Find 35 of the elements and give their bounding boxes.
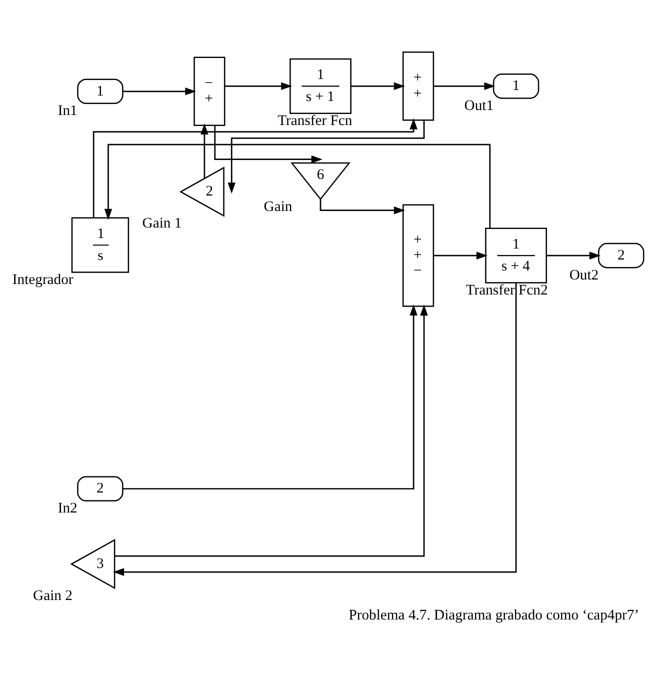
arrow — [434, 251, 488, 259]
node-label: Out1 — [464, 97, 494, 114]
node-label: Gain — [264, 198, 292, 214]
arrow — [114, 304, 428, 556]
arrow — [122, 87, 196, 95]
arrow — [122, 304, 418, 489]
arrow — [228, 120, 425, 194]
arrow — [104, 143, 491, 228]
node-label: Out2 — [569, 266, 599, 283]
node-box: 1 s — [71, 216, 130, 272]
node-label: Transfer Fcn — [278, 112, 352, 129]
node-box: 1 s + 1 — [290, 58, 352, 114]
node-label: Integrador — [12, 272, 74, 288]
node-box: 1 — [77, 78, 124, 104]
arrow — [546, 251, 601, 259]
arrow — [112, 282, 517, 576]
node-box: + + − — [402, 204, 434, 306]
arrow — [224, 82, 292, 90]
node-label: In1 — [58, 102, 78, 119]
node-box: + + — [402, 51, 434, 120]
node-box: 1 s + 4 — [485, 227, 547, 283]
node-label: Gain 1 — [142, 215, 182, 232]
arrow — [92, 118, 418, 218]
node-box: 2 — [77, 476, 124, 501]
node-box: − + — [194, 56, 226, 126]
node-box: 1 — [492, 73, 540, 98]
node-label: Gain 2 — [33, 587, 72, 604]
arrow — [320, 198, 406, 214]
arrow — [434, 82, 496, 90]
node-label: Transfer Fcn2 — [466, 282, 548, 298]
node-label: In2 — [58, 500, 78, 516]
arrow — [214, 125, 322, 163]
arrow — [350, 82, 405, 90]
node-box: 2 — [598, 242, 644, 268]
caption: Problema 4.7. Diagrama grabado como ‘cap4pr7’ — [348, 607, 640, 624]
